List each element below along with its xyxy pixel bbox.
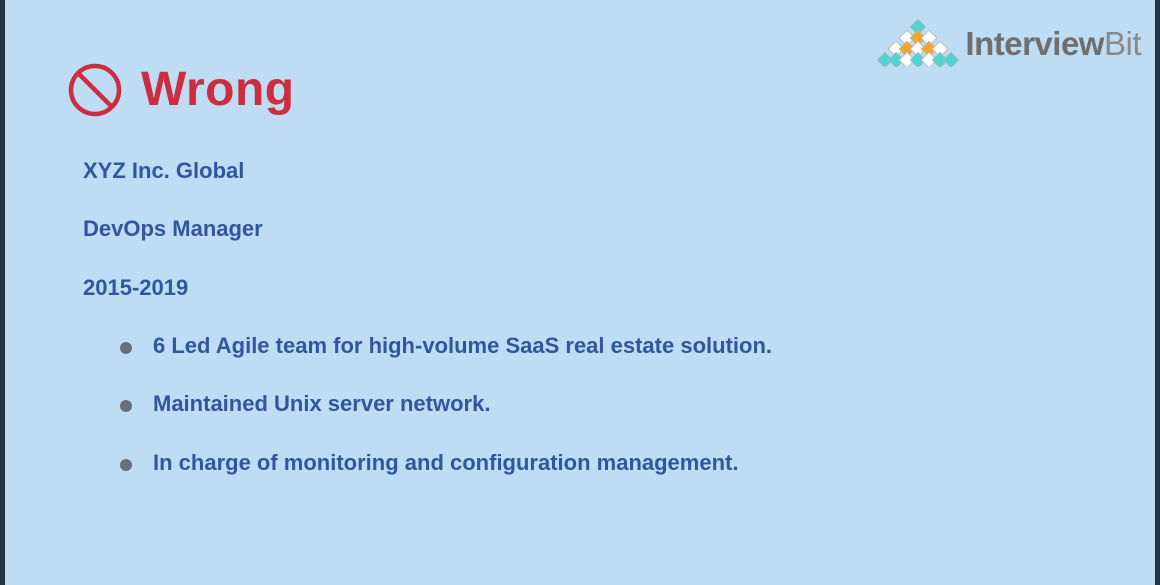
brand-name-light: Bit	[1103, 24, 1142, 62]
bullet-dot-icon	[120, 341, 132, 354]
verdict-label: Wrong	[141, 63, 295, 116]
list-item-text: In charge of monitoring and configuratio…	[153, 449, 739, 475]
interviewbit-logo: InterviewBit	[875, 19, 1142, 67]
interviewbit-diamond-mark-icon	[877, 19, 960, 67]
list-item-text: 6 Led Agile team for high-volume SaaS re…	[153, 332, 772, 358]
responsibility-list: 6 Led Agile team for high-volume SaaS re…	[83, 333, 1115, 476]
resume-entry: XYZ Inc. Global DevOps Manager 2015-2019…	[83, 158, 1115, 476]
employment-dates: 2015-2019	[83, 274, 189, 300]
list-item: Maintained Unix server network.	[83, 391, 1115, 417]
brand-name-bold: Interview	[965, 24, 1104, 62]
bullet-dot-icon	[120, 458, 132, 471]
bullet-dot-icon	[120, 400, 132, 413]
prohibition-sign-icon	[68, 63, 122, 117]
list-item-text: Maintained Unix server network.	[153, 391, 491, 417]
list-item: In charge of monitoring and configuratio…	[83, 450, 1115, 476]
job-title: DevOps Manager	[83, 216, 263, 242]
verdict-heading: Wrong	[67, 62, 295, 118]
interviewbit-wordmark: InterviewBit	[965, 27, 1141, 60]
list-item: 6 Led Agile team for high-volume SaaS re…	[83, 333, 1115, 359]
company-name: XYZ Inc. Global	[83, 158, 245, 183]
